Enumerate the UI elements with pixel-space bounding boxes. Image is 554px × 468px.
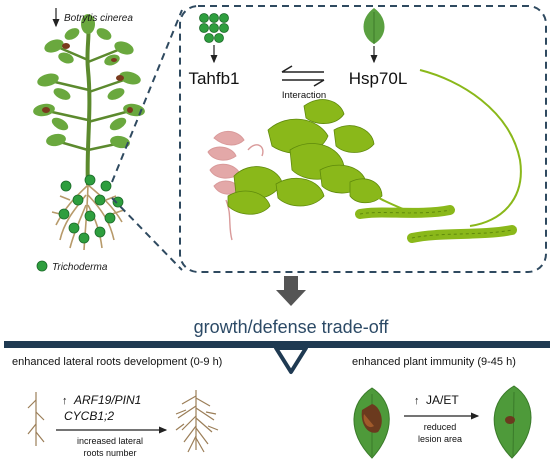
root-result-line1: increased lateral bbox=[77, 436, 143, 446]
gene-up-arrow: ↑ bbox=[62, 395, 68, 407]
root-result-line2: roots number bbox=[83, 448, 136, 458]
interaction-label: Interaction bbox=[282, 90, 326, 101]
tradeoff-title: growth/defense trade-off bbox=[194, 317, 390, 337]
lesion-spots bbox=[42, 43, 133, 113]
infected-leaf-small-lesion bbox=[493, 385, 532, 459]
infected-leaf-large-lesion bbox=[353, 387, 390, 459]
protein-complex-structure bbox=[207, 69, 522, 243]
hsp70l-label: Hsp70L bbox=[349, 69, 408, 88]
genes-line2: CYCB1;2 bbox=[64, 409, 114, 423]
trichoderma-cluster-icon bbox=[199, 13, 229, 43]
many-lateral-roots bbox=[175, 390, 219, 453]
tomato-plant-illustration bbox=[33, 14, 145, 251]
immunity-result-line2: lesion area bbox=[418, 434, 462, 444]
genes-line1: ARF19/PIN1 bbox=[73, 393, 141, 407]
downward-arrow bbox=[276, 276, 306, 306]
balance-beam bbox=[4, 341, 550, 348]
right-panel-heading: enhanced plant immunity (9-45 h) bbox=[352, 356, 516, 368]
pathogen-label: Botrytis cinerea bbox=[64, 13, 133, 24]
trichoderma-spores bbox=[58, 174, 124, 244]
zoom-line-bottom bbox=[111, 197, 183, 271]
tahfb1-label: Tahfb1 bbox=[188, 69, 239, 88]
balance-fulcrum bbox=[274, 346, 308, 374]
few-lateral-roots bbox=[27, 392, 45, 446]
hormones-label: JA/ET bbox=[426, 393, 459, 407]
trichoderma-label: Trichoderma bbox=[52, 262, 108, 273]
left-panel-heading: enhanced lateral roots development (0-9 … bbox=[12, 356, 222, 368]
trichoderma-legend-dot bbox=[36, 260, 48, 272]
interaction-zoom-box bbox=[179, 5, 547, 273]
plant-leaf-icon bbox=[363, 8, 385, 44]
interaction-equilibrium-arrows bbox=[281, 65, 325, 87]
hormone-up-arrow: ↑ bbox=[414, 395, 420, 407]
immunity-result-line1: reduced bbox=[424, 422, 457, 432]
zoom-line-top bbox=[111, 9, 183, 183]
